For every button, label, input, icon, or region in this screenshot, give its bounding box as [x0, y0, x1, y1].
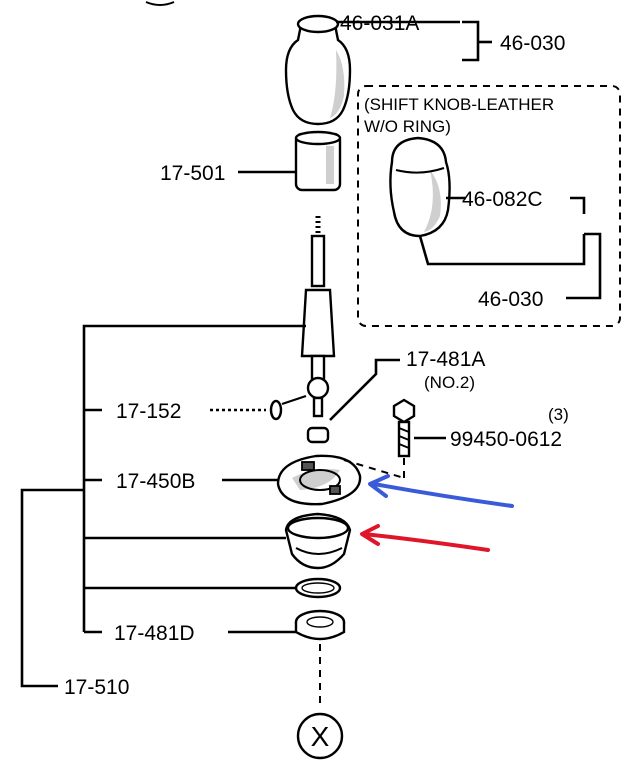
label-17-481d: 17-481D — [114, 622, 195, 645]
shift-lever — [300, 216, 336, 418]
connector-x-label: X — [311, 721, 330, 752]
label-17-510: 17-510 — [64, 676, 129, 699]
inset-title-line2: W/O RING) — [364, 117, 451, 136]
label-bolt-qty: (3) — [548, 405, 569, 424]
cropped-mark-icon — [145, 1, 175, 6]
inset-box — [357, 85, 621, 327]
label-17-450b: 17-450B — [116, 470, 195, 493]
shift-knob-leather — [389, 136, 451, 238]
seat-ring — [294, 609, 346, 641]
red-arrow-annotation — [360, 524, 490, 552]
label-17-481a: 17-481A — [406, 348, 485, 371]
label-no2: (NO.2) — [424, 373, 475, 392]
dust-boot — [284, 512, 352, 570]
retainer-plate — [276, 454, 362, 506]
snap-ring — [294, 577, 342, 599]
label-17-152: 17-152 — [116, 400, 181, 423]
label-46-031a: 46-031A — [340, 12, 419, 35]
connector-x-circle — [296, 712, 344, 760]
bushing — [306, 426, 330, 444]
label-46-030-top: 46-030 — [500, 32, 565, 55]
lever-clip — [269, 395, 307, 421]
label-46-082c: 46-082C — [462, 188, 543, 211]
shift-knob-top — [284, 14, 352, 126]
label-46-030-inset: 46-030 — [478, 288, 543, 311]
label-99450-0612: 99450-0612 — [450, 428, 562, 451]
bolt — [392, 398, 416, 458]
blue-arrow-annotation — [368, 474, 514, 508]
boot-sleeve — [294, 130, 342, 192]
label-17-501: 17-501 — [160, 162, 225, 185]
inset-title-line1: (SHIFT KNOB-LEATHER — [364, 95, 554, 114]
